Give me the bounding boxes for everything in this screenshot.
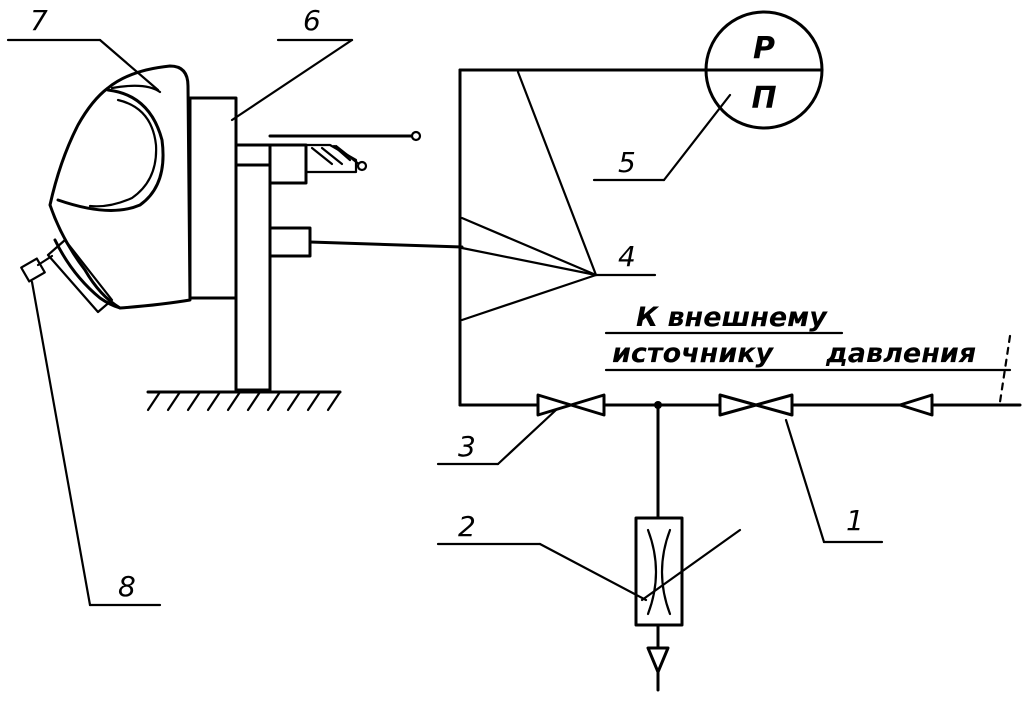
- mask-visor-inner: [88, 98, 158, 208]
- mount-assembly: [146, 96, 422, 412]
- leader-lines: [6, 38, 884, 607]
- valve-1-right-triangle: [754, 393, 794, 417]
- pressure-gauge: Р П: [704, 10, 824, 130]
- label-6: 6: [303, 4, 321, 37]
- throttle-curve-left: [646, 528, 658, 616]
- gauge-bottom-label: П: [751, 81, 776, 116]
- inlet-arrow: [898, 393, 934, 417]
- mask-lower-edge: [53, 238, 122, 310]
- mask-shell: [48, 64, 192, 310]
- throttle-body: [634, 516, 684, 627]
- caption-line-2b: давления: [825, 338, 976, 369]
- label-1: 1: [846, 504, 864, 537]
- mask-assembly: [20, 64, 192, 314]
- label-5: 5: [618, 146, 636, 179]
- label-2: 2: [458, 510, 476, 543]
- label-4: 4: [618, 240, 636, 273]
- caption-line-1: К внешнему: [636, 302, 828, 333]
- mask-visor-outer: [56, 88, 165, 212]
- ground-hatching: [146, 390, 342, 412]
- valve-1-left-triangle: [718, 393, 758, 417]
- label-7: 7: [30, 4, 48, 37]
- piping: [308, 68, 1022, 650]
- leader-4-fan: [460, 70, 657, 322]
- throttle-curve-right: [660, 528, 672, 616]
- caption-line-2a: источнику: [612, 338, 775, 369]
- lever-link: [334, 144, 362, 167]
- caption-dashed-leader: [998, 334, 1012, 404]
- source-caption: К внешнему источнику давления: [604, 302, 1012, 404]
- lower-nozzle: [268, 226, 312, 258]
- valve-3-right-triangle: [569, 393, 606, 417]
- lever-pivot: [410, 130, 422, 142]
- lever-end: [356, 160, 368, 172]
- throttle-adjust-arrow: [640, 528, 742, 602]
- gauge-top-label: Р: [753, 31, 775, 66]
- label-3: 3: [458, 430, 476, 463]
- valve-1: [718, 393, 794, 417]
- label-8: 8: [118, 570, 136, 603]
- number-labels: 7 6 5 4 3 2 1 8: [30, 4, 864, 603]
- throttle-2: [634, 516, 742, 627]
- upper-block: [268, 143, 308, 185]
- outlet-arrow: [646, 646, 670, 674]
- mount-plate: [188, 96, 238, 300]
- valve-3: [536, 393, 606, 417]
- lever-hatch: [310, 144, 352, 166]
- lever-bracket: [304, 143, 358, 174]
- mask-chin-part: [46, 238, 114, 314]
- pipe-to-manifold: [308, 240, 464, 249]
- stand-column: [234, 163, 272, 392]
- valve-8-stem: [36, 254, 54, 267]
- valve-8-body: [20, 257, 46, 283]
